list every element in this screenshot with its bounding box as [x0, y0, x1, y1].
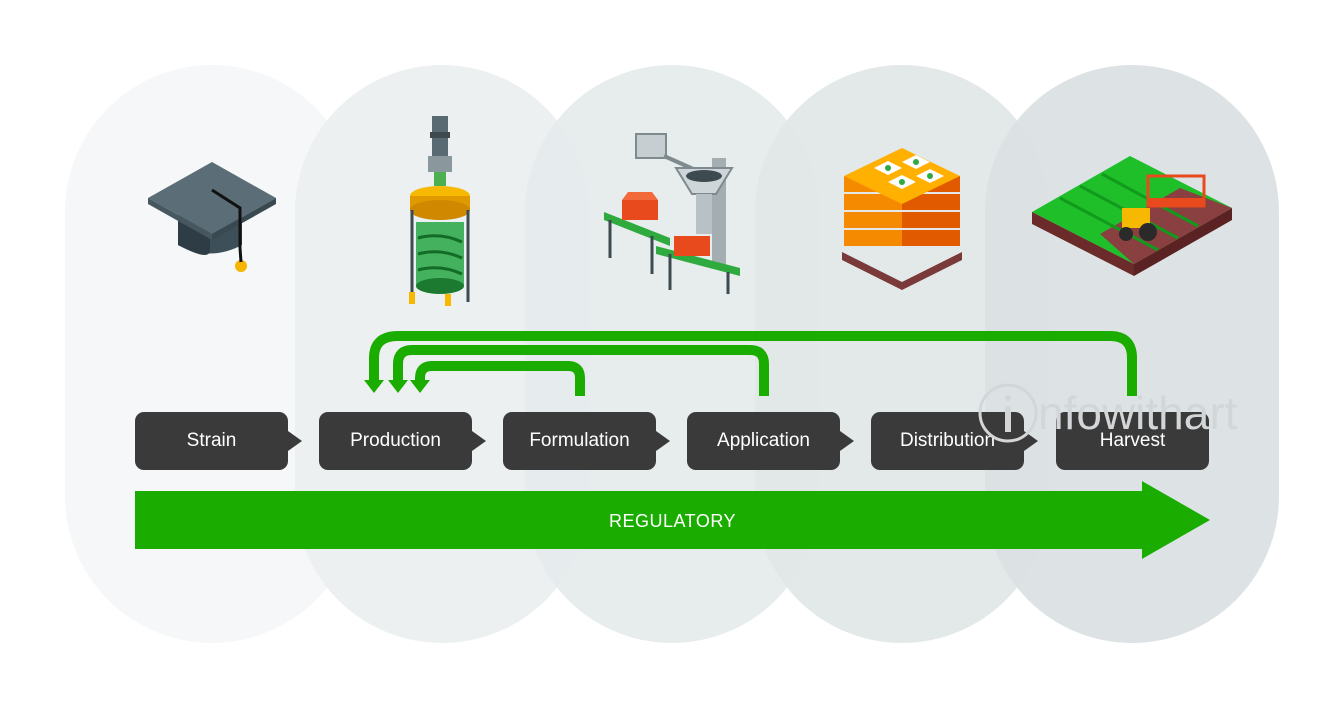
regulatory-arrow	[135, 481, 1210, 559]
graduation-cap-icon	[148, 162, 276, 272]
tractor-field-icon	[1032, 156, 1232, 276]
watermark: nfowithart	[976, 378, 1316, 448]
step-distribution: Distribution	[871, 412, 1038, 470]
step-production: Production	[319, 412, 486, 470]
step-label: Formulation	[529, 430, 630, 451]
step-strain: Strain	[135, 412, 302, 470]
bioreactor-icon	[409, 116, 470, 306]
step-label: Harvest	[1099, 430, 1166, 451]
info-logo-icon	[978, 383, 1038, 443]
feedback-arrow-application	[393, 345, 769, 396]
watermark-text: nfowithart	[1038, 387, 1238, 439]
step-label: Strain	[186, 430, 237, 451]
feedback-arrow-formulation	[415, 361, 585, 396]
step-formulation: Formulation	[503, 412, 670, 470]
step-label: Application	[717, 430, 810, 451]
pallet-of-bags-icon	[842, 148, 962, 290]
step-application: Application	[687, 412, 854, 470]
step-label: Distribution	[899, 430, 996, 451]
feedback-arrow-harvest	[369, 331, 1137, 396]
step-harvest: Harvest	[1056, 412, 1209, 470]
step-label: Production	[350, 430, 441, 451]
conveyor-machine-icon	[604, 133, 740, 294]
regulatory-label: REGULATORY	[608, 511, 737, 531]
